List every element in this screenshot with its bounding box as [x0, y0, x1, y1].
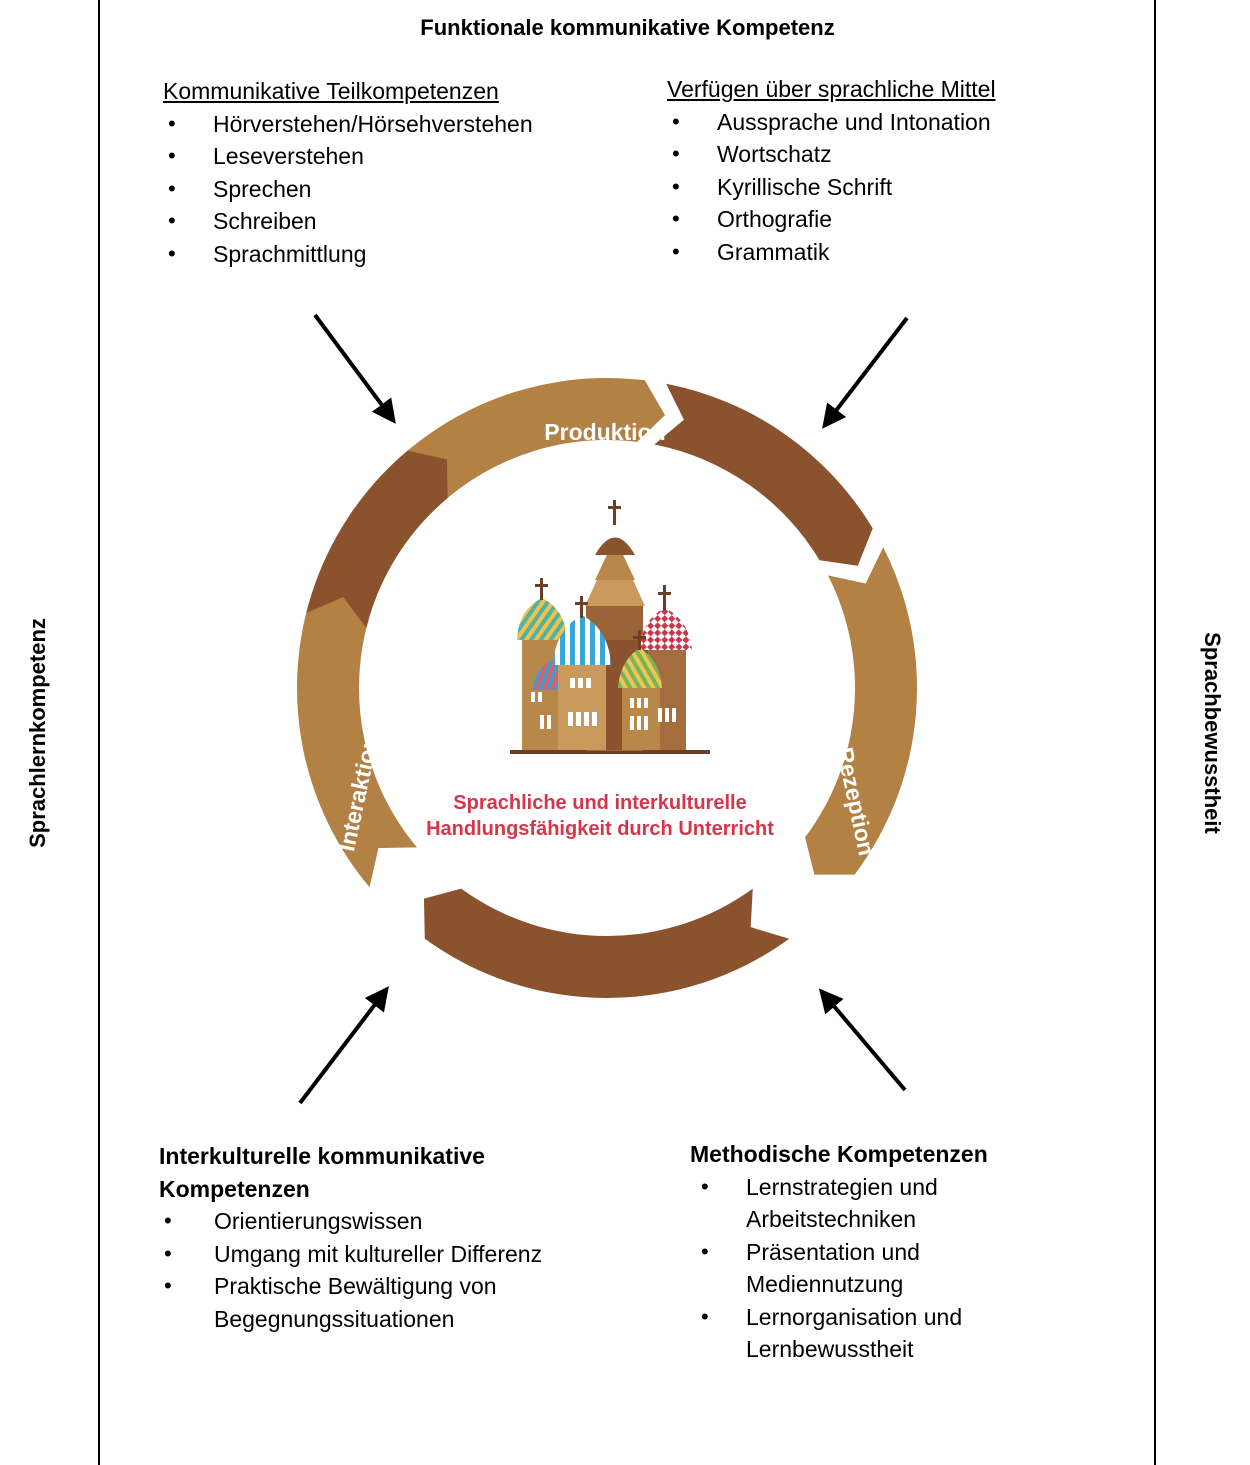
linguistic-means-block: Verfügen über sprachliche Mittel Ausspra… — [667, 73, 996, 268]
cycle-ring — [297, 377, 917, 998]
intercultural-competences-heading: Interkulturelle kommunikative Kompetenze… — [159, 1143, 485, 1202]
arrow-top-right — [822, 316, 909, 429]
ring-segment-reception — [805, 547, 917, 875]
ring-segment-bottom — [423, 888, 790, 998]
linguistic-means-heading: Verfügen über sprachliche Mittel — [667, 76, 996, 102]
list-item: Lernorganisation und Lernbewusstheit — [696, 1301, 1070, 1366]
methodological-competences-block: Methodische Kompetenzen Lernstrategien u… — [690, 1138, 1070, 1366]
list-item: Kyrillische Schrift — [667, 171, 996, 204]
communicative-subskills-heading: Kommunikative Teilkompetenzen — [163, 78, 499, 104]
list-item: Wortschatz — [667, 138, 996, 171]
list-item: Hörverstehen/Hörsehverstehen — [163, 108, 533, 141]
cathedral-illustration — [510, 500, 710, 754]
intercultural-competences-list: Orientierungswissen Umgang mit kulturell… — [159, 1205, 579, 1335]
ring-segment-upper-right — [654, 383, 873, 566]
left-divider — [98, 0, 100, 1465]
methodological-competences-list: Lernstrategien und Arbeitstechniken Präs… — [696, 1171, 1070, 1366]
methodological-competences-heading: Methodische Kompetenzen — [690, 1141, 988, 1167]
arrow-bottom-left — [298, 986, 389, 1105]
list-item: Schreiben — [163, 205, 533, 238]
communicative-subskills-list: Hörverstehen/Hörsehverstehen Leseversteh… — [163, 108, 533, 271]
diagram-title: Funktionale kommunikative Kompetenz — [420, 15, 835, 40]
communicative-subskills-block: Kommunikative Teilkompetenzen Hörversteh… — [163, 75, 533, 270]
cycle-label-production: Produktion — [544, 419, 665, 445]
list-item: Lernstrategien und Arbeitstechniken — [696, 1171, 1070, 1236]
list-item: Praktische Bewältigung von Begegnungssit… — [159, 1270, 579, 1335]
list-item: Sprechen — [163, 173, 533, 206]
arrow-top-left — [313, 313, 396, 424]
list-item: Leseverstehen — [163, 140, 533, 173]
list-item: Präsentation und Mediennutzung — [696, 1236, 1070, 1301]
list-item: Sprachmittlung — [163, 238, 533, 271]
list-item: Umgang mit kultureller Differenz — [159, 1238, 579, 1271]
arrow-bottom-right — [818, 988, 907, 1092]
cycle-center-text: Sprachliche und interkulturelle Handlung… — [426, 792, 774, 840]
list-item: Grammatik — [667, 236, 996, 269]
right-divider — [1154, 0, 1156, 1465]
list-item: Orthografie — [667, 203, 996, 236]
ring-segment-interaction — [297, 588, 418, 888]
ring-segment-upper-left — [306, 450, 448, 629]
linguistic-means-list: Aussprache und Intonation Wortschatz Kyr… — [667, 106, 996, 269]
list-item: Aussprache und Intonation — [667, 106, 996, 139]
intercultural-competences-block: Interkulturelle kommunikative Kompetenze… — [159, 1140, 579, 1335]
list-item: Orientierungswissen — [159, 1205, 579, 1238]
